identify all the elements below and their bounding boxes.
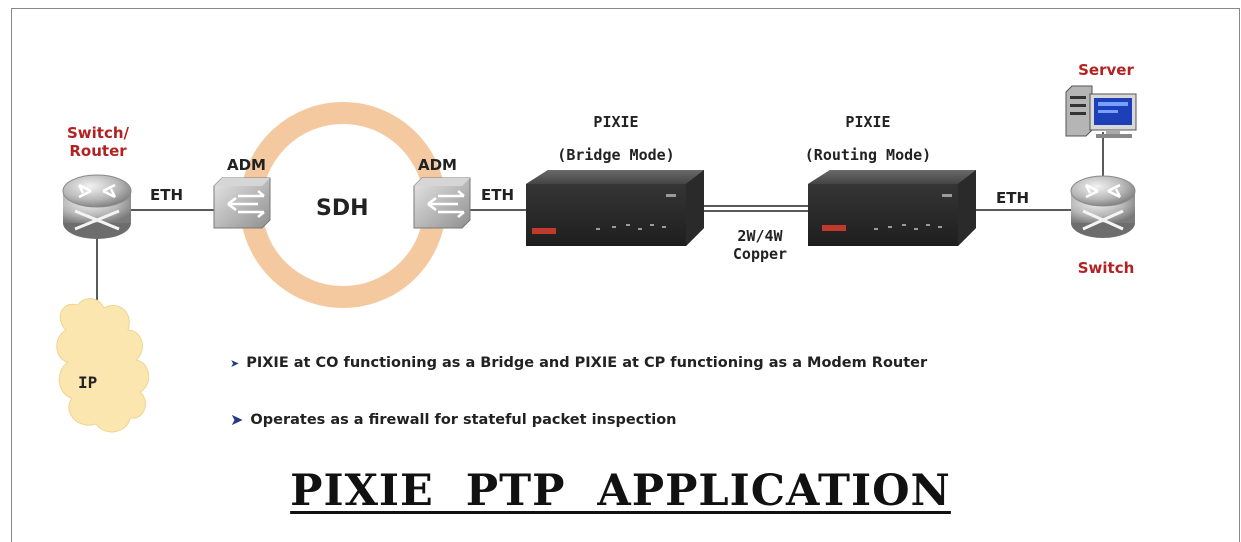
adm-right-label: ADM bbox=[418, 156, 457, 174]
copper-link-label: 2W/4W Copper bbox=[732, 227, 788, 263]
switch-router-label: Switch/ Router bbox=[66, 124, 130, 160]
pixie-bridge-mode: (Bridge Mode) bbox=[557, 146, 675, 164]
bullet-2: ➤ Operates as a firewall for stateful pa… bbox=[230, 410, 677, 429]
switch-label: Switch bbox=[1077, 259, 1135, 277]
sdh-label: SDH bbox=[316, 196, 369, 221]
adm-right-icon bbox=[413, 177, 471, 229]
adm-left-label: ADM bbox=[227, 156, 266, 174]
pixie-bridge-device bbox=[526, 170, 704, 246]
ip-cloud bbox=[56, 298, 150, 433]
eth-middle-label: ETH bbox=[481, 186, 515, 204]
pixie-routing-name: PIXIE bbox=[845, 113, 891, 131]
page-title: PIXIE PTP APPLICATION bbox=[290, 466, 951, 516]
bullet-2-text: Operates as a firewall for stateful pack… bbox=[250, 411, 677, 428]
pixie-routing-device bbox=[808, 170, 976, 246]
ip-cloud-label: IP bbox=[78, 373, 98, 392]
pixie-bridge-name: PIXIE bbox=[593, 113, 639, 131]
eth-right-label: ETH bbox=[996, 189, 1030, 207]
bullet-1: ➤ PIXIE at CO functioning as a Bridge an… bbox=[230, 355, 927, 371]
eth-left-label: ETH bbox=[150, 186, 184, 204]
switch-icon bbox=[1070, 175, 1136, 238]
pixie-routing-mode: (Routing Mode) bbox=[804, 146, 932, 164]
bullet-arrow-icon: ➤ bbox=[230, 356, 240, 370]
bullet-arrow-icon: ➤ bbox=[230, 410, 244, 429]
switch-router-icon bbox=[62, 174, 132, 239]
slide-frame bbox=[11, 8, 1240, 542]
adm-left-icon bbox=[213, 177, 271, 229]
server-label: Server bbox=[1078, 61, 1134, 79]
bullet-1-text: PIXIE at CO functioning as a Bridge and … bbox=[246, 355, 928, 371]
server-icon bbox=[1065, 85, 1137, 138]
